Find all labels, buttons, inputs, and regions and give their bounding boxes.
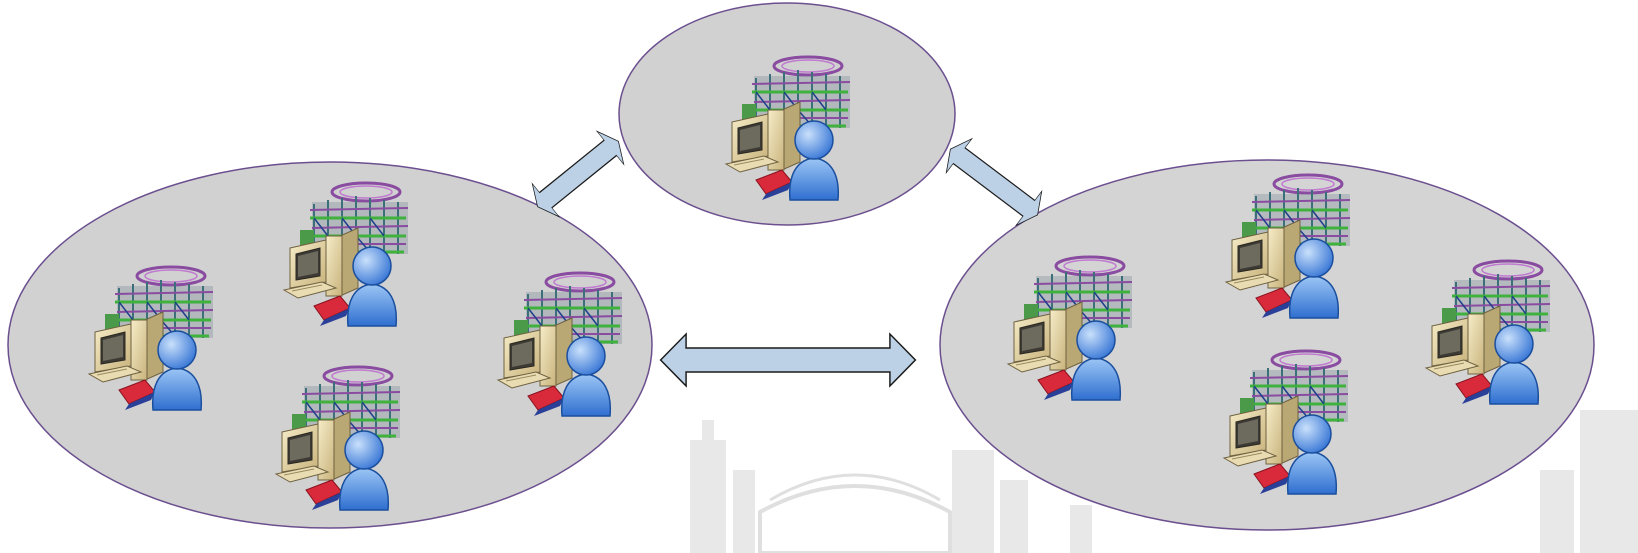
left-team-group: [7, 161, 653, 529]
arrow-center-right: [937, 131, 1051, 233]
arrow-left-right: [659, 333, 917, 387]
skyline-watermark: [690, 410, 1638, 553]
right-team-group: [939, 159, 1595, 531]
